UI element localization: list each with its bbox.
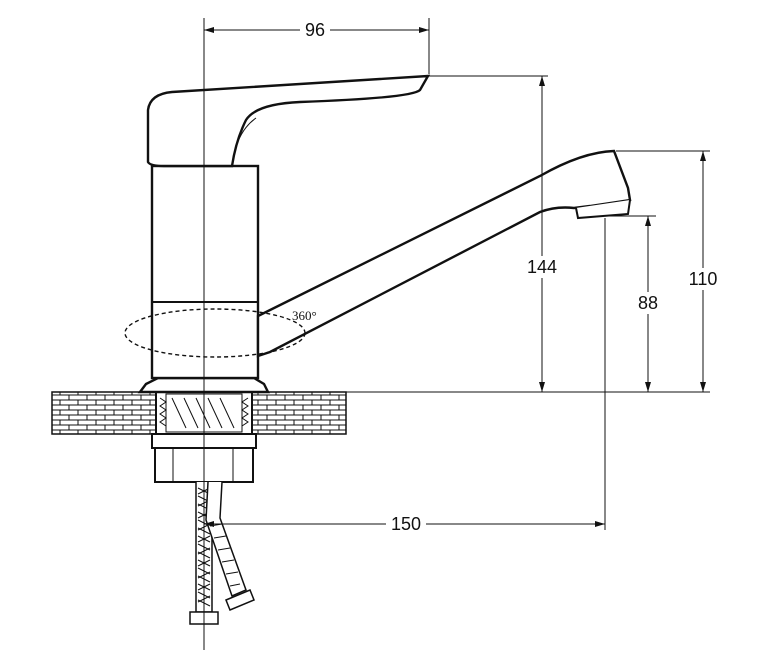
dimension-overall-height: 144	[524, 76, 560, 392]
dimension-144-label: 144	[527, 257, 557, 277]
lever-handle	[146, 74, 431, 168]
dimension-96-label: 96	[305, 20, 325, 40]
extension-lines	[346, 18, 710, 530]
spout	[256, 149, 632, 358]
dimension-spout-reach: 150	[204, 513, 605, 535]
dimension-110-label: 110	[689, 269, 718, 289]
dimension-outlet-clearance: 88	[634, 216, 662, 392]
dimension-88-label: 88	[638, 293, 658, 313]
rotation-indicator: 360°	[124, 308, 317, 358]
dimension-150-label: 150	[391, 514, 421, 534]
dimension-handle-reach: 96	[204, 20, 429, 40]
faucet-body	[150, 164, 260, 380]
dimension-spout-height: 110	[685, 151, 721, 392]
rotation-label: 360°	[292, 308, 317, 323]
supply-hoses	[189, 481, 255, 625]
